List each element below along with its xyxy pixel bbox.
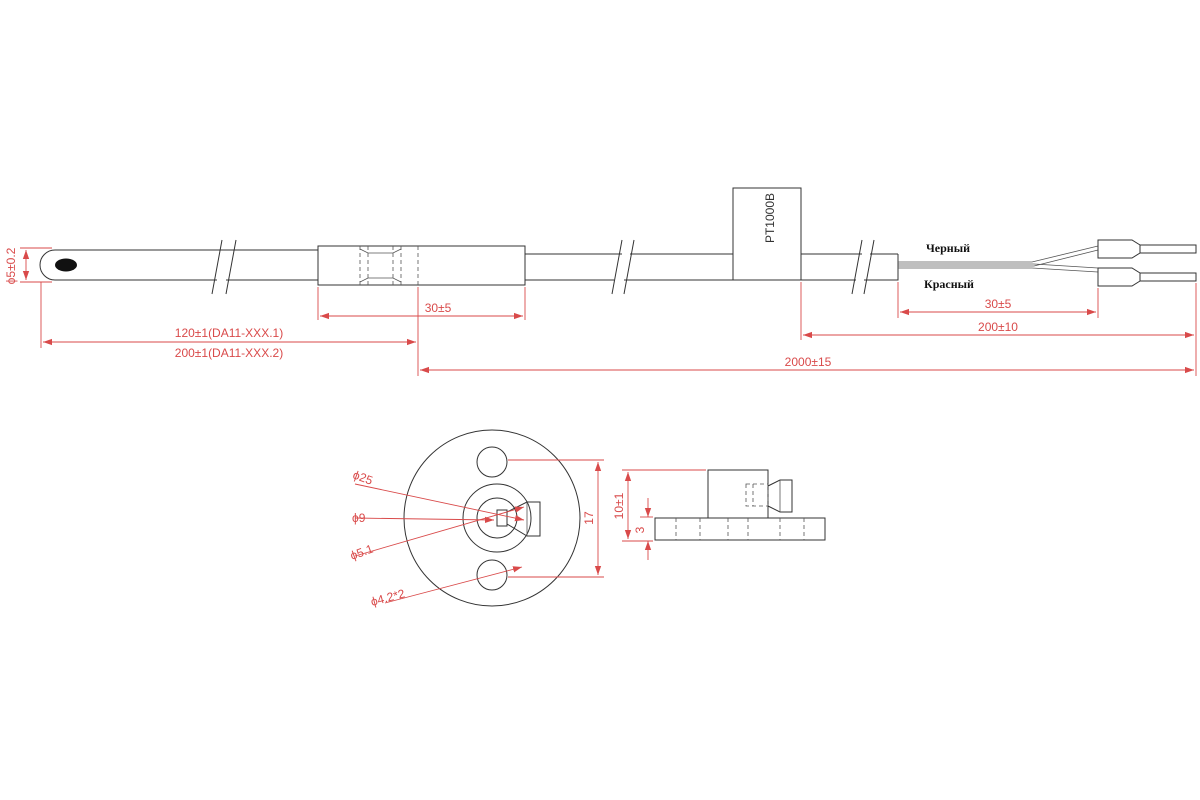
ferrule-black xyxy=(1097,239,1197,259)
flange-hub xyxy=(707,469,769,519)
total-height-label: 10±1 xyxy=(612,492,626,519)
tip-length-label-2: 200±1(DA11-XXX.2) xyxy=(175,346,283,360)
flange-side-view: 10±1 3 xyxy=(612,469,826,560)
mounting-hole-top xyxy=(476,446,508,478)
hub-circle xyxy=(462,483,532,553)
probe-side-view: PT1000B Черный Красный xyxy=(39,187,1197,295)
total-length-label: 2000±15 xyxy=(785,355,832,369)
sleeve-length-label: 30±5 xyxy=(425,301,452,315)
wire-red-label: Красный xyxy=(924,277,974,291)
hole-span-label: 17 xyxy=(582,511,596,525)
mounting-hole-bottom xyxy=(476,559,508,591)
ferrule-length-label: 30±5 xyxy=(985,297,1012,311)
crimp-sleeve xyxy=(317,245,526,286)
side-view-dimensions: ϕ5±0.2 30±5 120±1(DA11-XXX.1) 200±1(DA11… xyxy=(4,247,1197,376)
flange-front-view: ϕ25 ϕ9 ϕ5.1 ϕ4.2*2 17 xyxy=(348,429,604,609)
bore-diameter-label: ϕ5.1 xyxy=(348,542,375,563)
outer-diameter-label: ϕ25 xyxy=(351,468,375,488)
sensor-label-tag xyxy=(732,187,802,281)
sensor-label: PT1000B xyxy=(763,193,777,243)
probe-tip-hole xyxy=(55,258,77,272)
flange-outer-circle xyxy=(403,429,581,607)
tip-length-label-1: 120±1(DA11-XXX.1) xyxy=(175,326,283,340)
flange-plate xyxy=(654,517,826,541)
plate-thickness-label: 3 xyxy=(633,526,647,533)
probe-diameter-label: ϕ5±0.2 xyxy=(4,247,18,284)
hole-diameter-label: ϕ4.2*2 xyxy=(369,586,407,609)
lead-length-label: 200±10 xyxy=(978,320,1018,334)
ferrule-red xyxy=(1097,267,1197,287)
hub-diameter-label: ϕ9 xyxy=(352,511,366,525)
wire-black-label: Черный xyxy=(926,241,970,255)
